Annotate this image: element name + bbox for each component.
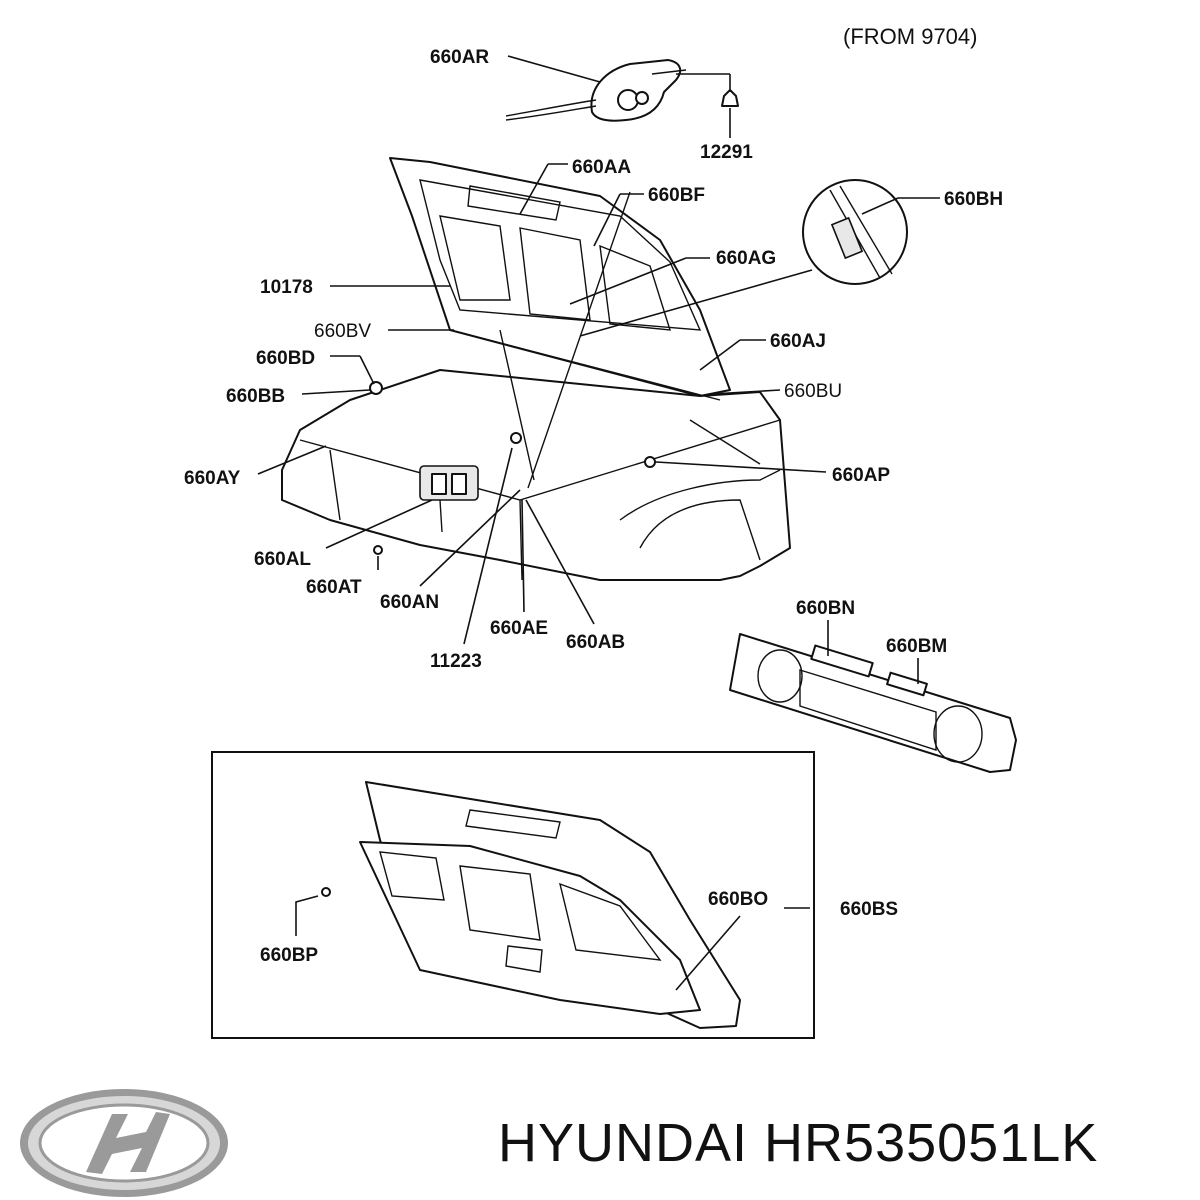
grille-panel-part <box>729 633 1017 773</box>
from-note: (FROM 9704) <box>843 24 977 49</box>
release-cable <box>527 191 631 489</box>
callout-11223: 11223 <box>430 651 482 672</box>
clip-660BB <box>369 381 383 395</box>
insulator-inset-box <box>211 751 815 1039</box>
car-front-body-part <box>281 329 791 581</box>
callout-660BP: 660BP <box>260 945 318 966</box>
callout-660BB: 660BB <box>226 386 285 407</box>
hyundai-logo-icon <box>20 1089 228 1197</box>
callout-660AE: 660AE <box>490 618 548 639</box>
callout-660BD: 660BD <box>256 348 315 369</box>
part-number: HR535051LK <box>764 1113 1099 1173</box>
callout-660AR: 660AR <box>430 47 489 68</box>
clip-660BP <box>321 887 331 897</box>
callout-660BV: 660BV <box>314 321 371 342</box>
hood-latch-mechanism-part <box>419 465 479 533</box>
callout-660BH: 660BH <box>944 189 1003 210</box>
brand-part-number: HYUNDAI HR535051LK <box>498 1112 1098 1174</box>
hinge-detail-circle <box>802 179 908 285</box>
callout-660AY: 660AY <box>184 468 241 489</box>
callout-660AN: 660AN <box>380 592 439 613</box>
callout-12291: 12291 <box>700 142 753 163</box>
callout-660BS: 660BS <box>840 899 898 920</box>
brand-name: HYUNDAI <box>498 1113 749 1173</box>
callout-660AB: 660AB <box>566 632 625 653</box>
hood-latch-part <box>505 59 687 122</box>
callout-660BN: 660BN <box>796 598 855 619</box>
callout-660BM: 660BM <box>886 636 947 657</box>
callout-660BU: 660BU <box>784 381 842 402</box>
callout-660AL: 660AL <box>254 549 311 570</box>
callout-660AA: 660AA <box>572 157 631 178</box>
callout-10178: 10178 <box>260 277 313 298</box>
hood-insulator-part <box>359 781 741 1029</box>
callout-660AT: 660AT <box>306 577 362 598</box>
callout-660AG: 660AG <box>716 248 776 269</box>
callout-660AJ: 660AJ <box>770 331 826 352</box>
weatherstrip <box>689 419 761 465</box>
hood-stay-rod <box>499 329 535 481</box>
callout-660BF: 660BF <box>648 185 705 206</box>
clip-660AP <box>644 456 656 468</box>
callout-660AP: 660AP <box>832 465 890 486</box>
bumper-stop <box>510 432 522 444</box>
callout-660BO: 660BO <box>708 889 768 910</box>
clip-660AT <box>373 545 383 555</box>
clip-12291-part <box>721 89 739 138</box>
